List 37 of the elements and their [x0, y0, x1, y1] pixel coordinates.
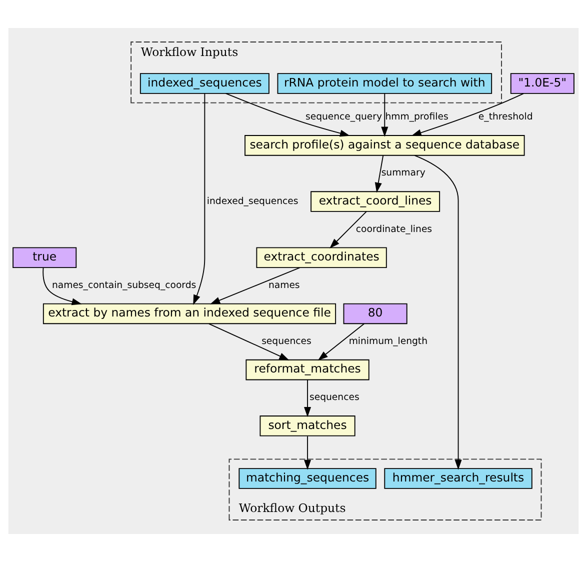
edge-label: names — [268, 279, 300, 290]
arrow — [304, 435, 312, 470]
node-box: sort_matches — [260, 415, 356, 436]
arrow — [330, 210, 367, 248]
edge-label: sequence_query — [305, 111, 382, 122]
edge-label: indexed_sequences — [206, 195, 298, 206]
edge-label: minimum_length — [348, 335, 428, 346]
edge-label: e_threshold — [478, 111, 533, 122]
arrow — [381, 92, 388, 136]
node-box: extract by names from an indexed sequence file — [42, 302, 336, 324]
arrow — [414, 154, 462, 470]
arrow — [318, 322, 365, 360]
arrow — [193, 92, 206, 304]
node-box: hmmer_search_results — [384, 468, 532, 488]
edge-label: sequences — [262, 335, 312, 346]
node-box: rRNA protein model to search with — [277, 72, 492, 94]
node-box: 80 — [343, 302, 408, 324]
arrow — [225, 92, 350, 136]
node-box: indexed_sequences — [140, 72, 270, 94]
arrow — [42, 267, 82, 305]
arrow — [208, 322, 290, 360]
edge-label: summary — [381, 167, 426, 178]
node-box: extract_coord_lines — [310, 190, 440, 212]
node-box: extract_coordinates — [256, 246, 387, 268]
edge-label: sequences — [309, 392, 360, 403]
arrow — [411, 92, 524, 136]
edge-label: hmm_profiles — [385, 111, 448, 122]
node-box: matching_sequences — [238, 468, 376, 488]
node-box: reformat_matches — [246, 358, 370, 380]
arrow — [374, 154, 384, 192]
arrow — [210, 266, 300, 304]
node-box: true — [12, 246, 77, 268]
edge-label: names_contain_subseq_coords — [52, 279, 196, 290]
arrow — [304, 378, 312, 417]
edge-label: coordinate_lines — [356, 223, 432, 234]
node-box: "1.0E-5" — [510, 72, 574, 94]
node-box: search profile(s) against a sequence database — [244, 134, 525, 156]
